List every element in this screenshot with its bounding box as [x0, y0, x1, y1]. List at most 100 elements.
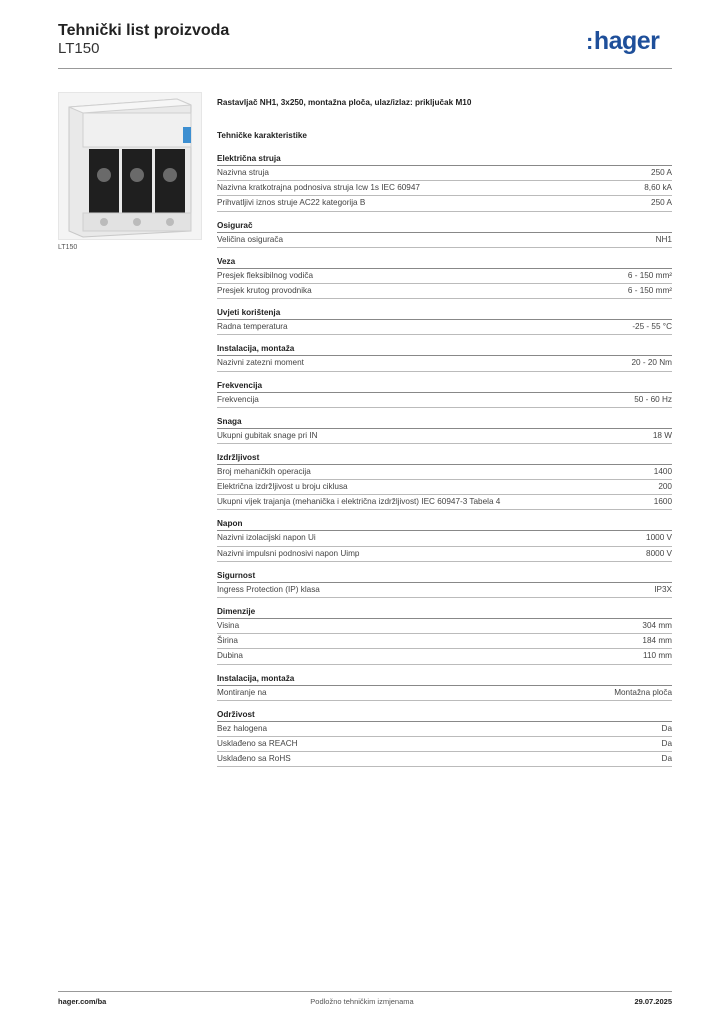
spec-row: Širina 184 mm	[217, 634, 672, 650]
spec-row: Ukupni gubitak snage pri IN 18 W	[217, 429, 672, 444]
spec-row: Prihvatljivi iznos struje AC22 kategorij…	[217, 196, 672, 212]
spec-label: Presjek krutog provodnika	[217, 285, 312, 295]
section-title: Održivost	[217, 709, 672, 722]
spec-row: Nazivna kratkotrajna podnosiva struja Ic…	[217, 181, 672, 197]
spec-row: Električna izdržljivost u broju ciklusa 2…	[217, 480, 672, 496]
spec-row: Ingress Protection (IP) klasa IP3X	[217, 583, 672, 598]
spec-label: Ukupni gubitak snage pri IN	[217, 430, 318, 440]
spec-value: 110 mm	[643, 651, 672, 661]
spec-row: Nazivni zatezni moment 20 - 20 Nm	[217, 356, 673, 372]
spec-label: Radna temperatura	[217, 322, 288, 332]
logo-colon-mark: :	[586, 29, 593, 54]
spec-value: 1600	[653, 497, 672, 507]
spec-label: Montiranje na	[217, 687, 267, 697]
spec-label: Bez halogena	[217, 723, 268, 733]
spec-value: Da	[661, 723, 672, 733]
spec-label: Presjek fleksibilnog vodiča	[217, 270, 314, 280]
spec-row: Broj mehaničkih operacija 1400	[217, 465, 672, 481]
spec-value: 250 A	[651, 168, 672, 177]
spec-label: Nazivna struja	[217, 168, 269, 177]
section-title: Električna struja	[217, 153, 672, 166]
product-description: Rastavljač NH1, 3x250, montažna ploča, u…	[217, 98, 472, 107]
spec-label: Visina	[217, 621, 240, 630]
spec-value: 184 mm	[642, 636, 672, 646]
bottom-divider	[58, 991, 672, 992]
section-title: Frekvencija	[217, 380, 672, 393]
section-title: Uvjeti korištenja	[217, 307, 672, 321]
spec-value: 250 A	[651, 198, 672, 208]
spec-row: Nazivni impulsni podnosivi napon Uimp 800…	[217, 547, 672, 562]
spec-row: Radna temperatura -25 - 55 °C	[217, 320, 672, 336]
fuse-switch-illustration	[68, 98, 192, 238]
section-title: Izdržljivost	[217, 452, 672, 465]
spec-row: Presjek krutog provodnika 6 - 150 mm²	[217, 284, 672, 300]
spec-label: Dubina	[217, 651, 243, 661]
spec-label: Nazivni zatezni moment	[217, 358, 304, 368]
spec-row: Dubina 110 mm	[217, 649, 672, 665]
section-title: Napon	[217, 518, 672, 532]
section-title: Snaga	[217, 416, 672, 429]
spec-value: 6 - 150 mm²	[627, 285, 672, 295]
section-title: Instalacija, montaža	[217, 343, 672, 357]
spec-label: Broj mehaničkih operacija	[217, 466, 311, 476]
spec-label: Usklađeno sa RoHS	[217, 754, 291, 764]
spec-row: Nazivni izolacijski napon Ui 1000 V	[217, 531, 672, 547]
spec-row: Ukupni vijek trajanja (mehanička i elekt…	[217, 495, 672, 511]
spec-label: Širina	[217, 636, 238, 646]
spec-value: 200	[658, 482, 672, 492]
footer-date: 29.07.2025	[634, 997, 672, 1006]
spec-value: 1400	[653, 466, 672, 476]
spec-value: NH1	[655, 234, 672, 244]
image-caption: LT150	[58, 244, 78, 251]
spec-label: Ukupni vijek trajanja (mehanička i elekt…	[217, 497, 501, 507]
spec-label: Nazivni impulsni podnosivi napon Uimp	[217, 548, 360, 558]
spec-row: Usklađeno sa RoHS Da	[217, 752, 672, 768]
product-code: LT150	[58, 40, 100, 57]
spec-value: -25 - 55 °C	[632, 322, 672, 332]
spec-value: Da	[661, 754, 672, 764]
spec-value: 50 - 60 Hz	[634, 394, 672, 404]
spec-value: IP3X	[654, 584, 672, 594]
spec-value: 8000 V	[646, 548, 672, 558]
spec-value: Da	[661, 738, 672, 748]
top-divider	[58, 68, 672, 69]
spec-value: 20 - 20 Nm	[631, 358, 673, 368]
spec-row: Frekvencija 50 - 60 Hz	[217, 393, 672, 408]
spec-label: Nazivni izolacijski napon Ui	[217, 533, 316, 543]
spec-label: Nazivna kratkotrajna podnosiva struja Ic…	[217, 183, 420, 193]
spec-value: 18 W	[652, 430, 672, 440]
footer-website[interactable]: hager.com/ba	[58, 997, 107, 1006]
characteristics-heading: Tehničke karakteristike	[217, 131, 307, 140]
logo-text: hager	[593, 27, 660, 55]
spec-label: Električna izdržljivost u broju ciklusa	[217, 482, 348, 492]
brand-logo: :hager	[586, 27, 660, 56]
spec-row: Montiranje na Montažna ploča	[217, 686, 672, 701]
section-title: Dimenzije	[217, 606, 672, 619]
spec-label: Frekvencija	[217, 394, 259, 404]
spec-row: Bez halogena Da	[217, 722, 672, 737]
section-title: Osigurač	[217, 220, 672, 233]
spec-label: Prihvatljivi iznos struje AC22 kategorij…	[217, 198, 366, 208]
section-title: Instalacija, montaža	[217, 673, 672, 686]
spec-label: Ingress Protection (IP) klasa	[217, 584, 320, 594]
spec-value: 8,60 kA	[644, 183, 672, 193]
spec-value: 1000 V	[646, 533, 672, 543]
spec-row: Nazivna struja 250 A	[217, 166, 672, 182]
section-title: Veza	[217, 256, 672, 269]
spec-value: Montažna ploča	[614, 687, 672, 697]
